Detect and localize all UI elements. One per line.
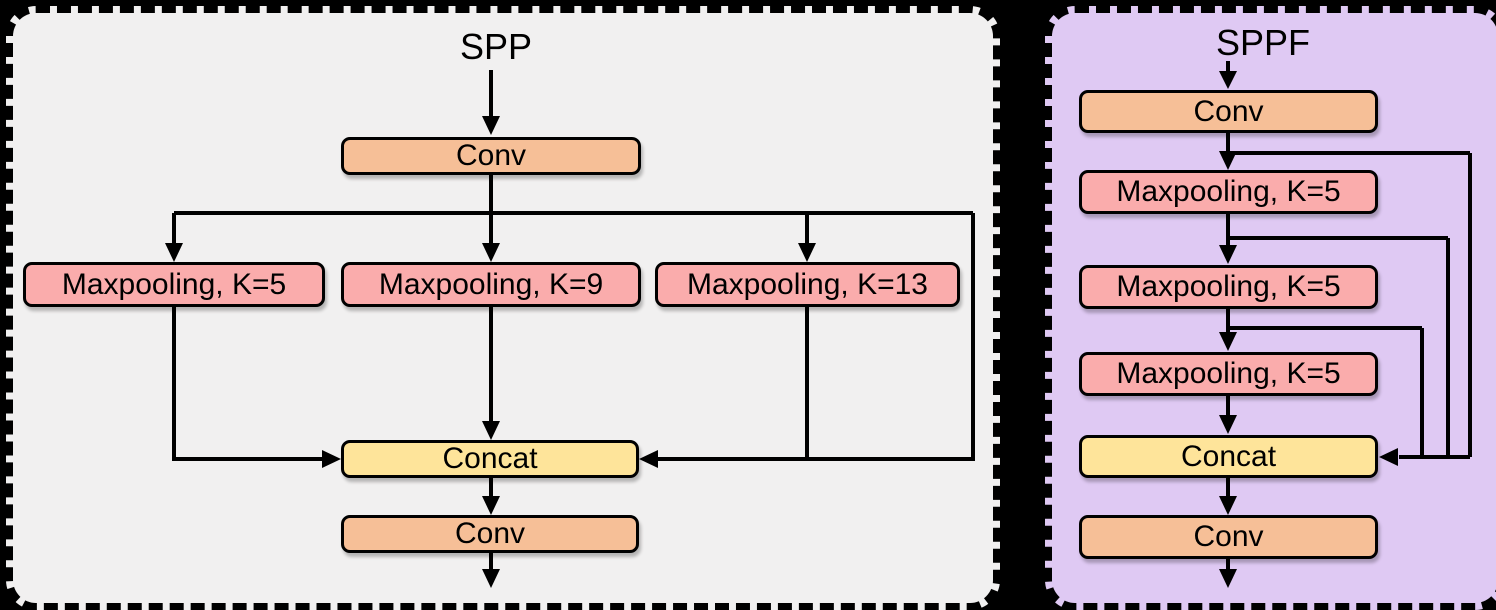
spp-node-conv-top: Conv [341,137,641,175]
sppf-node-maxpool-1: Maxpooling, K=5 [1079,170,1378,214]
spp-node-concat: Concat [341,440,639,478]
panel-sppf: SPPF Conv Maxpooling, K=5 Maxpooling, K=… [1045,6,1496,610]
sppf-node-maxpool-2: Maxpooling, K=5 [1079,265,1378,309]
sppf-node-concat: Concat [1079,435,1378,478]
spp-node-maxpool-k13: Maxpooling, K=13 [655,262,960,307]
spp-title: SPP [459,26,533,67]
sppf-node-conv-bottom: Conv [1079,515,1378,559]
spp-node-conv-bottom: Conv [341,515,639,553]
spp-node-maxpool-k9: Maxpooling, K=9 [341,262,641,307]
sppf-title: SPPF [1215,22,1311,63]
sppf-node-maxpool-3: Maxpooling, K=5 [1079,352,1378,396]
sppf-node-conv-top: Conv [1079,90,1378,133]
panel-spp: SPP Conv Maxpooling, K=5 Maxpooling, K=9… [6,6,1000,610]
spp-node-maxpool-k5: Maxpooling, K=5 [23,262,325,307]
